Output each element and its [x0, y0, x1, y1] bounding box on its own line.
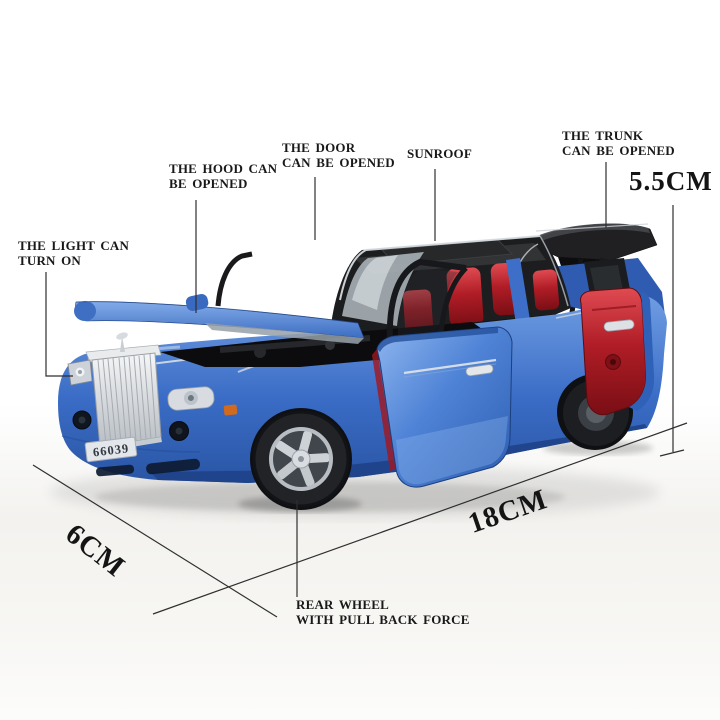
front-wheel [252, 410, 350, 508]
windshield [342, 252, 424, 326]
hood-ornament [120, 336, 125, 352]
length-dimension-line [152, 422, 688, 615]
license-plate-text: 66039 [92, 441, 130, 459]
callout-hood: THE HOOD CAN BE OPENED [169, 161, 278, 191]
rear-door-open [580, 258, 655, 416]
callout-door: THE DOOR CAN BE OPENED [282, 140, 395, 170]
width-dimension-line [32, 464, 278, 618]
car-hood-open [74, 251, 365, 344]
front-door-open [372, 258, 513, 488]
license-plate: 66039 [84, 436, 138, 463]
b-pillar [506, 258, 530, 324]
height-dimension-tick [659, 449, 685, 457]
dimension-lines [32, 162, 688, 618]
callout-sunroof: SUNROOF [407, 146, 472, 161]
far-door-frame [215, 251, 253, 307]
callout-light: THE LIGHT CAN TURN ON [18, 238, 130, 268]
right-headlight [167, 386, 215, 411]
side-marker [223, 404, 238, 416]
car-front-fascia: 66039 [67, 332, 238, 477]
light-pointer-line [45, 272, 73, 377]
callout-rear-wheel: REAR WHEEL WITH PULL BACK FORCE [296, 597, 470, 627]
dimension-height-label: 5.5CM [629, 166, 713, 196]
side-mirror [185, 293, 209, 311]
callout-trunk: THE TRUNK CAN BE OPENED [562, 128, 675, 158]
